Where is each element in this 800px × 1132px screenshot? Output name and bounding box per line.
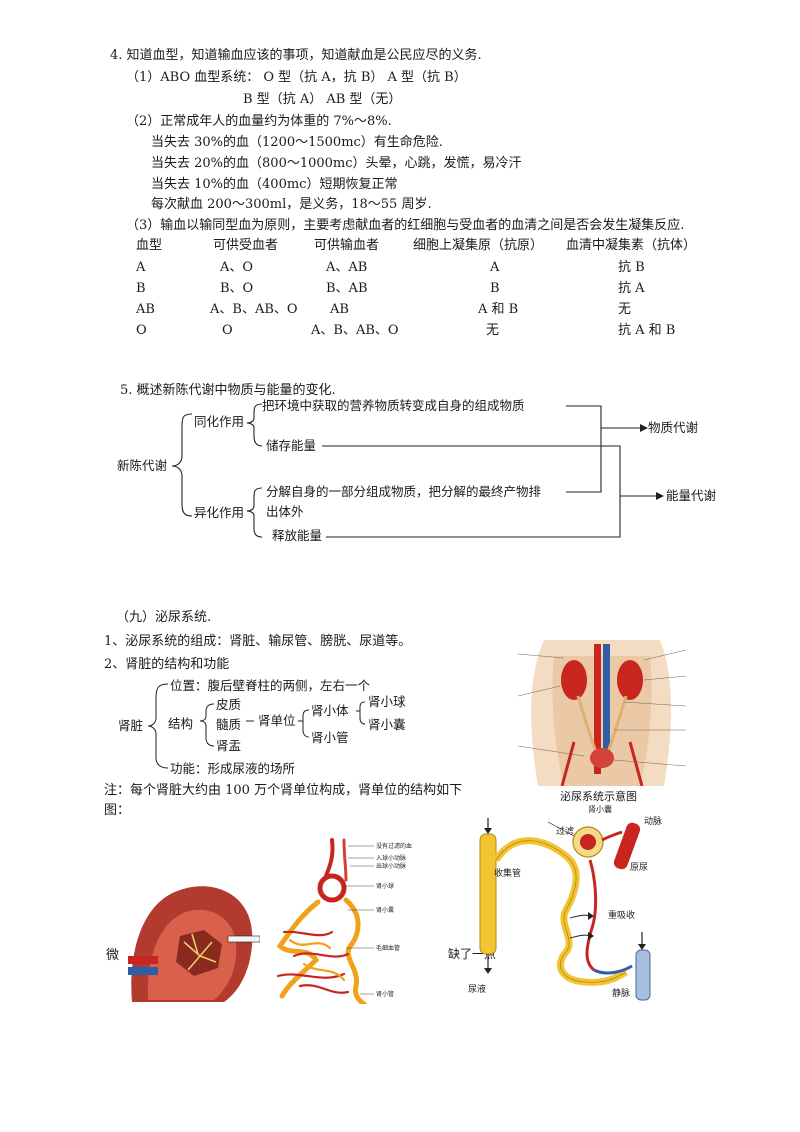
table-header: 可供输血者	[314, 238, 380, 253]
dissimilation-item-1a: 分解自身的一部分组成物质，把分解的最终产物排	[266, 484, 542, 499]
table-cell: AB	[136, 302, 155, 317]
kidney-structure: 结构	[168, 716, 194, 731]
metabolism-root: 新陈代谢	[117, 458, 168, 473]
urinary-system-illustration	[514, 636, 690, 786]
nephron-illustration: 没有过滤的血 入球小动脉 出球小动脉 肾小球 肾小囊 毛细血管 肾小管	[276, 838, 412, 1004]
kidney-medulla: 髓质	[216, 717, 242, 732]
blood-p2: （2）正常成年人的血量约为体重的 7%～8%.	[126, 114, 392, 129]
table-cell: 抗 A	[618, 281, 645, 296]
kidney-corpuscle: 肾小体	[311, 703, 349, 718]
blood-p2d: 每次献血 200～300ml，是义务，18～55 周岁.	[151, 197, 432, 212]
urinary-schematic-diagram: 肾小囊 过滤 动脉 收集管 尿液 重吸收 静脉 原尿	[468, 804, 662, 1001]
assimilation-label: 同化作用	[194, 414, 245, 429]
table-cell: O	[222, 323, 233, 338]
kidney-section-illustration	[128, 886, 260, 1002]
assimilation-item-2: 储存能量	[266, 438, 317, 453]
kidney-label: 肾脏	[118, 718, 144, 733]
nephron-label: 肾小囊	[376, 906, 394, 914]
blood-p2c: 当失去 10%的血（400mc）短期恢复正常	[151, 177, 398, 192]
table-header: 血清中凝集素（抗体）	[566, 238, 697, 253]
table-cell: 无	[618, 302, 632, 317]
table-cell: A、AB	[326, 260, 368, 275]
dissimilation-label: 异化作用	[194, 505, 245, 520]
urinary-section-title: （九）泌尿系统.	[116, 610, 212, 625]
table-cell: 抗 B	[618, 260, 645, 275]
nephron-label: 出球小动脉	[376, 862, 406, 870]
kidney-function: 功能：形成尿液的场所	[170, 761, 296, 776]
assimilation-item-1: 把环境中获取的营养物质转变成自身的组成物质	[262, 398, 525, 413]
nephron-label: 毛细血管	[376, 944, 400, 952]
table-header: 细胞上凝集原（抗原）	[413, 238, 544, 253]
kidney-nephron: 肾单位	[258, 713, 296, 728]
nephron-label: 入球小动脉	[376, 854, 406, 862]
table-header: 可供受血者	[213, 238, 279, 253]
schematic-label: 收集管	[494, 867, 521, 879]
urinary-p2: 2、肾脏的结构和功能	[104, 657, 230, 672]
urinary-p1: 1、泌尿系统的组成：肾脏、输尿管、膀胱、尿道等。	[104, 634, 412, 649]
kidney-glomerulus: 肾小球	[368, 694, 406, 709]
table-cell: A	[490, 260, 500, 275]
table-cell: AB	[330, 302, 349, 317]
table-cell: O	[136, 323, 147, 338]
schematic-label: 肾小囊	[588, 804, 612, 814]
schematic-label: 重吸收	[608, 909, 635, 921]
urinary-diagram-title: 泌尿系统示意图	[560, 790, 637, 803]
schematic-label: 尿液	[468, 983, 486, 995]
table-cell: A、B、AB、O	[311, 323, 399, 338]
table-cell: A 和 B	[478, 302, 519, 317]
kidney-position: 位置：腹后壁脊柱的两侧，左右一个	[170, 678, 371, 693]
table-cell: B、O	[220, 281, 254, 296]
schematic-label: 过滤	[556, 825, 574, 837]
table-cell: A、O	[220, 260, 254, 275]
blood-p1: （1）ABO 血型系统： O 型（抗 A，抗 B） A 型（抗 B）	[126, 70, 467, 85]
kidney-capsule: 肾小囊	[368, 717, 406, 732]
nephron-label: 肾小球	[376, 882, 394, 890]
wei-character: 微	[106, 948, 120, 963]
schematic-label: 静脉	[612, 987, 630, 999]
schematic-label: 原尿	[630, 862, 648, 873]
kidney-tubule: 肾小管	[311, 730, 349, 745]
dissimilation-item-2: 释放能量	[272, 528, 323, 543]
energy-metabolism-label: 能量代谢	[666, 488, 717, 503]
kidney-pelvis: 肾盂	[216, 738, 242, 753]
matter-metabolism-label: 物质代谢	[648, 420, 699, 435]
kidney-cortex: 皮质	[216, 697, 242, 712]
table-cell: 无	[486, 323, 500, 338]
nephron-label: 肾小管	[376, 990, 394, 998]
nephron-note-figure: 图：	[104, 803, 131, 818]
table-cell: B	[490, 281, 500, 296]
dissimilation-item-1b: 出体外	[266, 504, 304, 519]
blood-heading: 4. 知道血型，知道输血应该的事项，知道献血是公民应尽的义务.	[110, 48, 482, 63]
blood-p3: （3）输血以输同型血为原则，主要考虑献血者的红细胞与受血者的血清之间是否会发生凝…	[126, 218, 685, 233]
table-cell: A	[136, 260, 146, 275]
nephron-note: 注：每个肾脏大约由 100 万个肾单位构成，肾单位的结构如下	[104, 783, 463, 798]
metabolism-heading: 5. 概述新陈代谢中物质与能量的变化.	[120, 383, 336, 398]
nephron-label: 没有过滤的血	[376, 842, 412, 850]
blood-p2b: 当失去 20%的血（800～1000mc）头晕，心跳，发慌，易冷汗	[151, 156, 522, 171]
table-cell: A、B、AB、O	[210, 302, 298, 317]
blood-p1b: B 型（抗 A） AB 型（无）	[243, 92, 402, 107]
table-cell: B	[136, 281, 146, 296]
blood-p2a: 当失去 30%的血（1200～1500mc）有生命危险.	[151, 135, 443, 150]
table-cell: 抗 A 和 B	[618, 323, 676, 338]
table-header: 血型	[136, 238, 163, 253]
schematic-label: 动脉	[644, 815, 662, 827]
table-cell: B、AB	[326, 281, 368, 296]
